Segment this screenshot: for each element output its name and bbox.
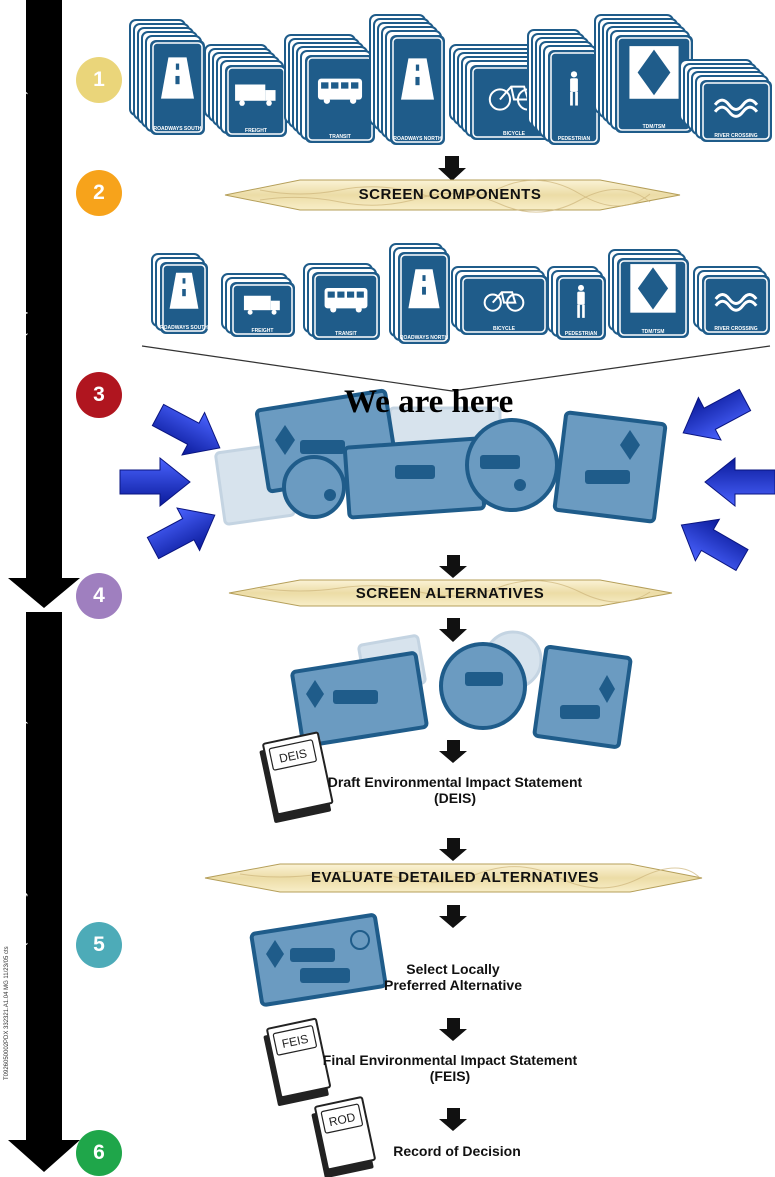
waves-icon [714, 293, 758, 312]
component-caption: ROADWAYS SOUTH [154, 126, 202, 132]
component-caption: ROADWAYS NORTH [393, 136, 442, 142]
bus-icon [317, 78, 363, 104]
screen-alternatives-label: SCREEN ALTERNATIVES [355, 585, 545, 602]
step-circle-4: 4 [76, 573, 122, 619]
component-card: TDM/TSM [594, 14, 693, 133]
down-arrow [439, 838, 467, 861]
feis-book-label: FEIS [281, 1032, 310, 1051]
component-caption: TDM/TSM [642, 329, 665, 335]
feis-book-icon: FEIS [263, 1017, 331, 1106]
component-caption: FREIGHT [245, 128, 267, 134]
rod-book-label: ROD [328, 1110, 357, 1129]
component-caption: TRANSIT [335, 331, 357, 337]
diamond-icon [630, 264, 676, 313]
component-caption: TRANSIT [329, 134, 351, 140]
component-card: BICYCLE [451, 266, 548, 335]
down-arrow [439, 740, 467, 763]
pointer-arrows [119, 388, 775, 572]
step-circle-2: 2 [76, 170, 122, 216]
bicycle-icon [483, 291, 525, 312]
step-circle-3: 3 [76, 372, 122, 418]
component-card: ROADWAYS SOUTH [151, 253, 208, 334]
evaluate-alternatives-pill [204, 863, 703, 893]
pedestrian-icon [577, 284, 585, 318]
evaluate-alternatives-label: EVALUATE DETAILED ALTERNATIVES [310, 869, 600, 886]
down-arrow [439, 555, 467, 578]
rod-book-icon: ROD [311, 1096, 376, 1177]
component-caption: RIVER CROSSING [714, 326, 757, 332]
screen-components-label: SCREEN COMPONENTS [358, 186, 542, 203]
down-arrow [438, 156, 466, 181]
deis-book-icon: DEIS [259, 731, 334, 823]
component-card: TRANSIT [303, 263, 380, 340]
component-caption: PEDESTRIAN [558, 136, 591, 142]
pedestrian-icon [570, 71, 578, 106]
down-arrow [439, 1018, 467, 1041]
component-stacks-screened: ROADWAYS SOUTH FREIGHT TRANSIT ROADWAYS NOR… [151, 243, 770, 344]
screening-phase-label: SCREENING — (September 2005 to December … [11, 89, 29, 451]
funnel-lines [141, 345, 771, 392]
bus-icon [324, 287, 368, 313]
component-caption: FREIGHT [252, 328, 274, 334]
down-arrow [439, 1108, 467, 1131]
screen-components-pill [224, 179, 681, 213]
component-card: FREIGHT [221, 273, 295, 337]
deis-description: Draft Environmental Impact Statement (DE… [327, 774, 583, 807]
screening-phase-arrow [8, 0, 80, 608]
screen-alternatives-pill [228, 579, 673, 607]
component-card: FREIGHT [204, 44, 287, 137]
rod-description: Record of Decision [393, 1143, 521, 1159]
component-caption: ROADWAYS NORTH [400, 335, 449, 341]
select-lpa-description: Select Locally Preferred Alternative [384, 961, 522, 994]
component-card: PEDESTRIAN [547, 266, 606, 340]
component-caption: RIVER CROSSING [714, 133, 757, 139]
component-card: RIVER CROSSING [679, 59, 772, 142]
feis-description: Final Environmental Impact Statement (FE… [322, 1052, 578, 1085]
road-icon [169, 272, 199, 309]
screened-alternatives [290, 630, 633, 749]
component-card: TDM/TSM [608, 249, 689, 338]
down-arrow [439, 905, 467, 928]
waves-icon [713, 98, 759, 118]
component-caption: BICYCLE [503, 131, 526, 137]
step-circle-1: 1 [76, 57, 122, 103]
step-circle-5: 5 [76, 922, 122, 968]
component-card: ROADWAYS SOUTH [129, 19, 205, 135]
component-caption: TDM/TSM [643, 124, 666, 130]
component-card: RIVER CROSSING [693, 266, 770, 335]
truck-icon [243, 295, 280, 315]
step-circle-6: 6 [76, 1130, 122, 1176]
component-card: TRANSIT [284, 34, 375, 143]
truck-icon [235, 84, 276, 106]
road-icon [161, 57, 194, 99]
component-card: ROADWAYS NORTH [389, 243, 450, 344]
diamond-icon [629, 46, 679, 99]
alternatives-cluster [214, 388, 668, 526]
component-card: PEDESTRIAN [527, 29, 600, 145]
deis-phase-arrow [8, 612, 80, 1172]
component-caption: BICYCLE [493, 326, 516, 332]
road-icon [408, 269, 440, 309]
selected-alternative-card [249, 913, 388, 1007]
component-caption: PEDESTRIAN [565, 331, 598, 337]
we-are-here-label: We are here [344, 384, 514, 420]
component-stacks-top: ROADWAYS SOUTH FREIGHT TRANSIT ROADWAYS NOR… [129, 14, 772, 145]
road-icon [401, 58, 434, 100]
deis-book-label: DEIS [278, 746, 308, 766]
file-identifier: T0926050002PDX 332321.A1.04 MG 11/23/05 … [4, 946, 10, 1080]
component-caption: ROADWAYS SOUTH [160, 325, 208, 331]
component-card: ROADWAYS NORTH [369, 14, 445, 145]
deis-phase-label: DEIS & FEIS (January 2007 to December 20… [11, 719, 29, 1039]
down-arrow [439, 618, 467, 642]
